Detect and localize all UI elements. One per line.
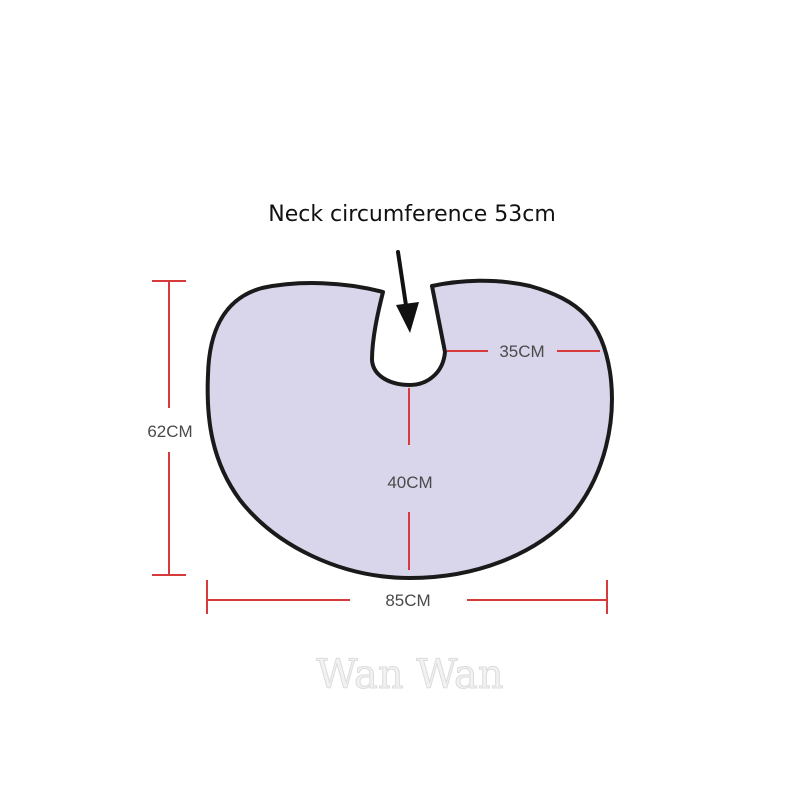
watermark: Wan Wan <box>316 652 503 698</box>
height-dimension-line <box>152 280 186 576</box>
front-length-label: 40CM <box>387 473 432 492</box>
height-label: 62CM <box>147 422 192 441</box>
neck-circumference-title: Neck circumference 53cm <box>268 202 556 227</box>
width-dimension-line <box>206 580 608 614</box>
width-label: 85CM <box>385 591 430 610</box>
arrow-icon <box>396 250 419 333</box>
shoulder-label: 35CM <box>499 342 544 361</box>
